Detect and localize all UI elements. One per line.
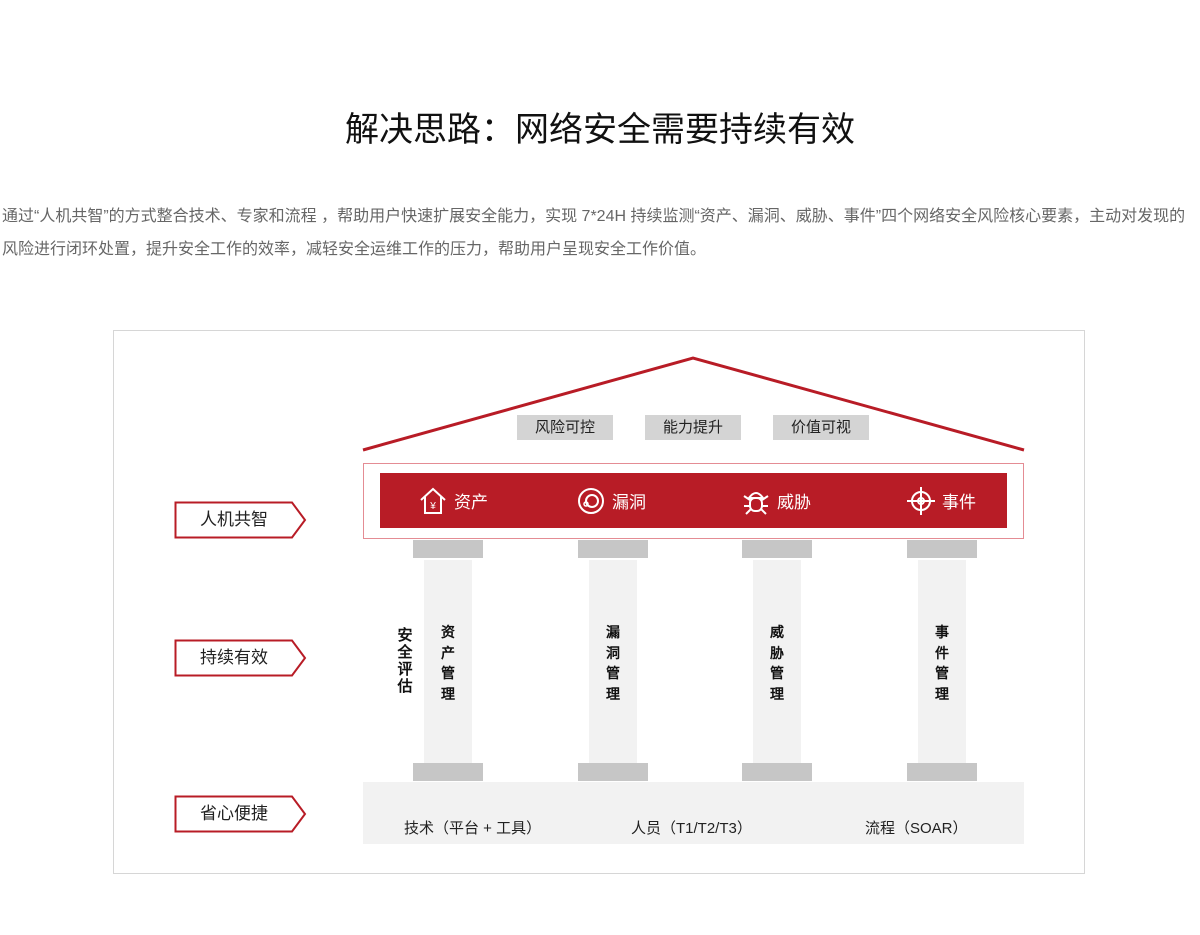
tag-label: 省心便捷	[200, 804, 268, 823]
band-label: 漏洞	[612, 493, 646, 512]
pillar-shaft	[918, 560, 966, 763]
house-yen-icon: ¥	[420, 487, 446, 514]
pillar-label-threats: 威胁管理	[770, 624, 784, 702]
page-title: 解决思路：网络安全需要持续有效	[345, 111, 855, 149]
foundation	[363, 782, 1024, 844]
pillar-base	[907, 763, 977, 781]
roof-item-capability: 能力提升	[645, 415, 741, 440]
side-label-assessment: 安全评估	[397, 627, 413, 695]
band-label: 事件	[942, 493, 976, 512]
foundation-process: 流程（SOAR）	[865, 820, 968, 837]
band-item-threats: 威胁	[741, 473, 811, 528]
pillar-label-events: 事件管理	[935, 624, 949, 702]
tag-label: 人机共智	[200, 510, 268, 529]
band-item-assets: ¥ 资产	[418, 473, 488, 528]
band-item-events: 事件	[906, 473, 976, 528]
pillar-label-vulns: 漏洞管理	[606, 624, 620, 702]
tag-sustained: 持续有效	[174, 639, 307, 677]
pillar-cap	[413, 540, 483, 558]
intro-text: 通过“人机共智”的方式整合技术、专家和流程 ，帮助用户快速扩展安全能力，实现 7…	[2, 208, 1186, 258]
band-item-vulns: 漏洞	[576, 473, 646, 528]
target-icon	[907, 486, 935, 515]
foundation-people: 人员（T1/T2/T3）	[631, 820, 752, 837]
roof-item-value: 价值可视	[773, 415, 869, 440]
pillar-base	[413, 763, 483, 781]
pillar-cap	[742, 540, 812, 558]
diagram-frame	[113, 330, 1085, 874]
pillar-base	[578, 763, 648, 781]
pillar-base	[742, 763, 812, 781]
monitor-band	[363, 463, 1024, 539]
vulnerability-icon	[578, 487, 604, 514]
roof-item-risk-control: 风险可控	[517, 415, 613, 440]
pillar-label-assets: 资产管理	[441, 624, 455, 702]
pillar-shaft	[424, 560, 472, 763]
tag-label: 持续有效	[200, 648, 268, 667]
pillar-shaft	[753, 560, 801, 763]
monitor-band-inner	[380, 473, 1007, 528]
bug-icon	[743, 491, 769, 515]
foundation-tech: 技术（平台 + 工具）	[404, 820, 542, 837]
svg-text:¥: ¥	[429, 501, 436, 512]
band-label: 资产	[454, 493, 488, 512]
tag-convenient: 省心便捷	[174, 795, 307, 833]
tag-human-machine: 人机共智	[174, 501, 307, 539]
pillar-cap	[907, 540, 977, 558]
pillar-cap	[578, 540, 648, 558]
band-label: 威胁	[777, 493, 811, 512]
pillar-shaft	[589, 560, 637, 763]
